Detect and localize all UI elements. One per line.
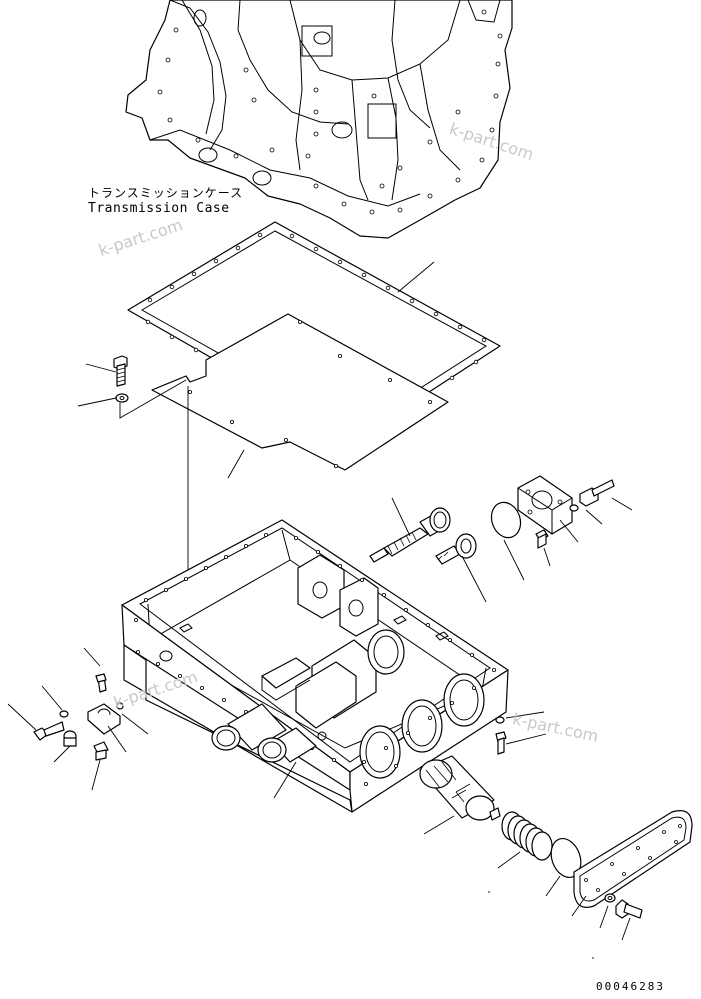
bolt-icon: [615, 899, 643, 919]
strainer-icon: [419, 755, 501, 821]
part-number: 00046283: [596, 980, 665, 993]
washer-icon: [569, 504, 579, 512]
case-label-english: Transmission Case: [88, 201, 230, 216]
washer-icon: [59, 710, 69, 718]
spring-icon: [501, 811, 553, 861]
bolt-icon: [113, 355, 128, 387]
bolt-icon: [33, 721, 65, 741]
screen-plate: [151, 313, 449, 471]
gasket-icon: [550, 838, 582, 878]
bolt-icon: [95, 673, 107, 693]
washer-icon: [115, 393, 129, 403]
bolt-icon: [495, 731, 507, 755]
leader-lines: [7, 261, 633, 959]
suction-tubes: [211, 703, 317, 763]
bolt-icon: [579, 479, 615, 507]
o-ring: [490, 501, 522, 539]
plug-small: [535, 529, 549, 549]
plug-small: [63, 730, 77, 747]
plug-small: [93, 741, 109, 761]
transmission-case: [125, 0, 513, 239]
valve-spool: [369, 507, 451, 563]
flange-cover: [517, 475, 573, 535]
washer-icon: [495, 716, 505, 724]
washer-icon: [116, 702, 124, 710]
fitting-block: [87, 703, 121, 735]
cover-plate-icon: [573, 810, 693, 908]
case-label-japanese: トランスミッションケース: [88, 186, 244, 200]
plug-valve: [435, 533, 477, 565]
washer-icon: [604, 893, 616, 903]
